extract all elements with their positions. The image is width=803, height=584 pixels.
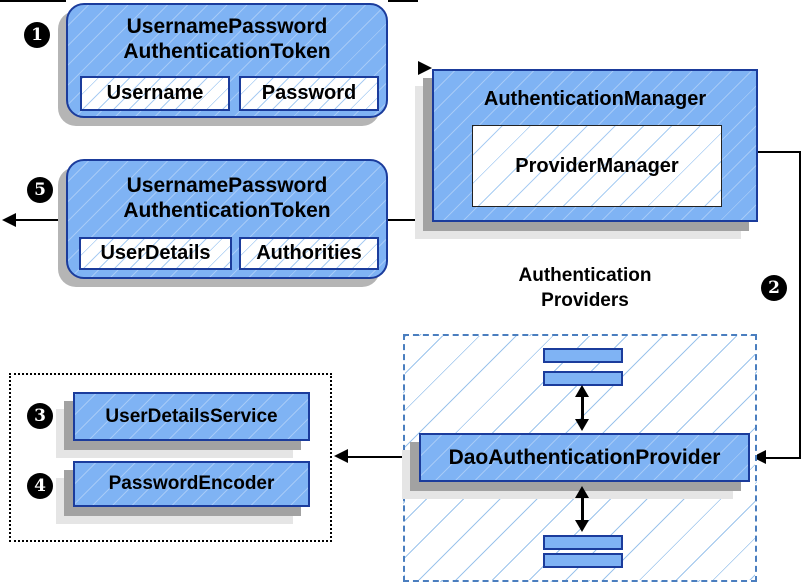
provider-chain-bar-bottom-1 (543, 535, 623, 550)
request-token-title-line2: AuthenticationToken (123, 40, 331, 63)
password-encoder-node: PasswordEncoder (73, 461, 310, 507)
double-arrow-bottom-shaft (581, 495, 584, 523)
provider-chain-bar-bottom-2 (543, 553, 623, 568)
double-arrow-top-shaft (581, 394, 584, 422)
response-token-node: UsernamePassword AuthenticationToken Use… (66, 159, 388, 279)
response-token-title-line2: AuthenticationToken (123, 199, 331, 222)
arrowhead-step5-left (2, 213, 16, 227)
arrowhead-into-authentication-manager (418, 61, 432, 75)
step-badge-2: 2 (761, 275, 787, 301)
providers-heading: Authentication Providers (445, 263, 725, 313)
dao-authentication-provider-node: DaoAuthenticationProvider (419, 433, 750, 482)
request-token-node: UsernamePassword AuthenticationToken Use… (66, 3, 388, 118)
double-arrow-top-up-icon (575, 385, 589, 397)
providers-heading-line1: Authentication (518, 265, 652, 286)
username-field: Username (80, 76, 230, 111)
flow-line-manager-to-response (388, 219, 432, 221)
flow-line-step1-in (0, 0, 66, 2)
flow-line-step2-vertical (799, 151, 801, 459)
response-token-title-line1: UsernamePassword (126, 174, 328, 197)
authentication-manager-node: AuthenticationManager ProviderManager (432, 69, 758, 222)
step-badge-5: 5 (27, 177, 53, 203)
double-arrow-top-down-icon (575, 419, 589, 431)
provider-manager-node: ProviderManager (472, 125, 722, 207)
services-dotted-group (9, 373, 332, 542)
step-badge-4: 4 (27, 473, 53, 499)
flow-line-dao-to-services (348, 456, 419, 458)
flow-line-step2-top (756, 151, 801, 153)
user-details-service-node: UserDetailsService (73, 392, 310, 441)
flow-line-step2-bottom (766, 457, 801, 459)
password-field: Password (239, 76, 379, 111)
arrowhead-into-services-group (334, 449, 348, 463)
double-arrow-bottom-down-icon (575, 520, 589, 532)
step-badge-1: 1 (24, 22, 50, 48)
request-token-title-line1: UsernamePassword (126, 15, 328, 38)
step-badge-3: 3 (27, 403, 53, 429)
request-token-title: UsernamePassword AuthenticationToken (68, 14, 386, 64)
provider-chain-bar-top-2 (543, 371, 623, 386)
double-arrow-bottom-up-icon (575, 486, 589, 498)
flow-line-step1-out (388, 0, 418, 2)
authorities-field: Authorities (239, 237, 379, 270)
response-token-title: UsernamePassword AuthenticationToken (68, 173, 386, 223)
authentication-manager-title: AuthenticationManager (483, 88, 707, 110)
providers-heading-line2: Providers (541, 290, 629, 311)
flow-line-step5-out (16, 219, 66, 221)
provider-chain-bar-top-1 (543, 348, 623, 363)
userdetails-field: UserDetails (79, 237, 232, 270)
